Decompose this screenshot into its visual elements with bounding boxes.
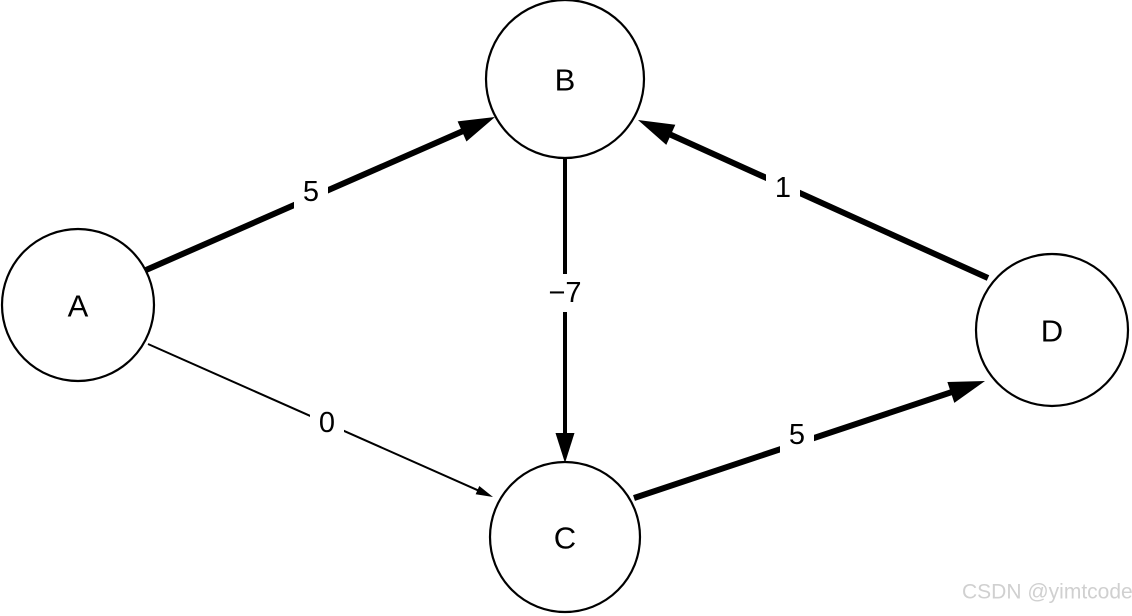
node-circle [0, 227, 156, 383]
edge-arrowhead-icon [638, 120, 676, 145]
node-circle [484, 0, 646, 160]
graph-node-b[interactable]: B [484, 0, 646, 160]
edge-arrowhead-icon [457, 117, 495, 142]
edge-arrowhead-icon [555, 433, 575, 463]
node-label: C [554, 521, 576, 556]
edge-arrowhead-icon [475, 485, 493, 497]
edge-label-backdrop [548, 274, 582, 312]
graph-node-d[interactable]: D [974, 252, 1130, 408]
edge-shaft [665, 130, 990, 281]
edge-weight-label: 5 [789, 419, 805, 451]
edge-arrowhead-icon [947, 381, 985, 403]
edge-label-backdrop [766, 169, 800, 207]
edges-layer: 5 0 −7 1 5 [144, 117, 990, 501]
edge-b-c[interactable]: −7 [548, 158, 582, 463]
edge-weight-label: 5 [303, 176, 319, 208]
node-label: B [555, 63, 576, 98]
graph-node-a[interactable]: A [0, 227, 156, 383]
node-label: A [68, 289, 89, 324]
edge-label-backdrop [294, 173, 328, 211]
edge-d-b[interactable]: 1 [638, 120, 990, 281]
edge-weight-label: 0 [319, 407, 335, 439]
edge-c-d[interactable]: 5 [633, 381, 985, 501]
edge-weight-label: −7 [548, 277, 581, 309]
watermark-label: CSDN @yimtcode [962, 581, 1132, 604]
edge-weight-label: 1 [775, 172, 791, 204]
edge-label-backdrop [780, 416, 814, 454]
edge-label-backdrop [310, 404, 344, 442]
graph-node-c[interactable]: C [488, 460, 642, 614]
node-circle [488, 460, 642, 614]
node-circle [974, 252, 1130, 408]
edge-a-b[interactable]: 5 [144, 117, 495, 273]
node-label: D [1041, 314, 1063, 349]
edge-a-c[interactable]: 0 [147, 343, 493, 497]
